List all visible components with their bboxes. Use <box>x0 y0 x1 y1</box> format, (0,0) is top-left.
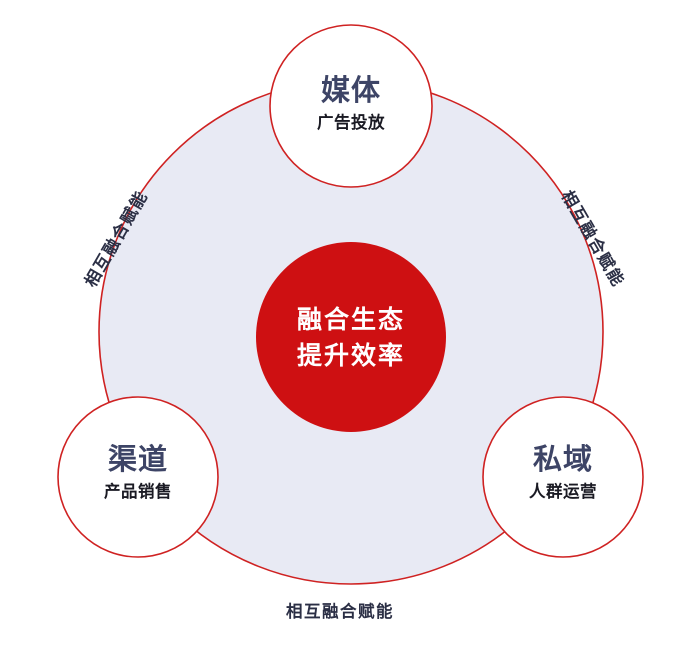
node-circle-channel[interactable] <box>57 396 219 558</box>
node-title-channel: 渠道 <box>107 444 168 476</box>
center-text: 融合生态 提升效率 <box>251 303 451 374</box>
node-label-media: 媒体 广告投放 <box>271 77 431 132</box>
node-subtitle-channel: 产品销售 <box>104 483 172 501</box>
node-title-private-domain: 私域 <box>532 444 593 476</box>
node-label-private-domain: 私域 人群运营 <box>483 446 643 501</box>
node-title-media: 媒体 <box>320 75 381 107</box>
node-circle-private-domain[interactable] <box>482 396 644 558</box>
center-text-line1: 融合生态 <box>296 306 405 334</box>
center-circle <box>256 242 446 432</box>
arc-label-bottom: 相互融合赋能 <box>286 603 394 621</box>
node-label-channel: 渠道 产品销售 <box>58 446 218 501</box>
node-circle-media[interactable] <box>269 24 433 188</box>
node-subtitle-media: 广告投放 <box>317 114 385 132</box>
center-text-line2: 提升效率 <box>296 341 405 370</box>
node-subtitle-private-domain: 人群运营 <box>529 483 597 501</box>
